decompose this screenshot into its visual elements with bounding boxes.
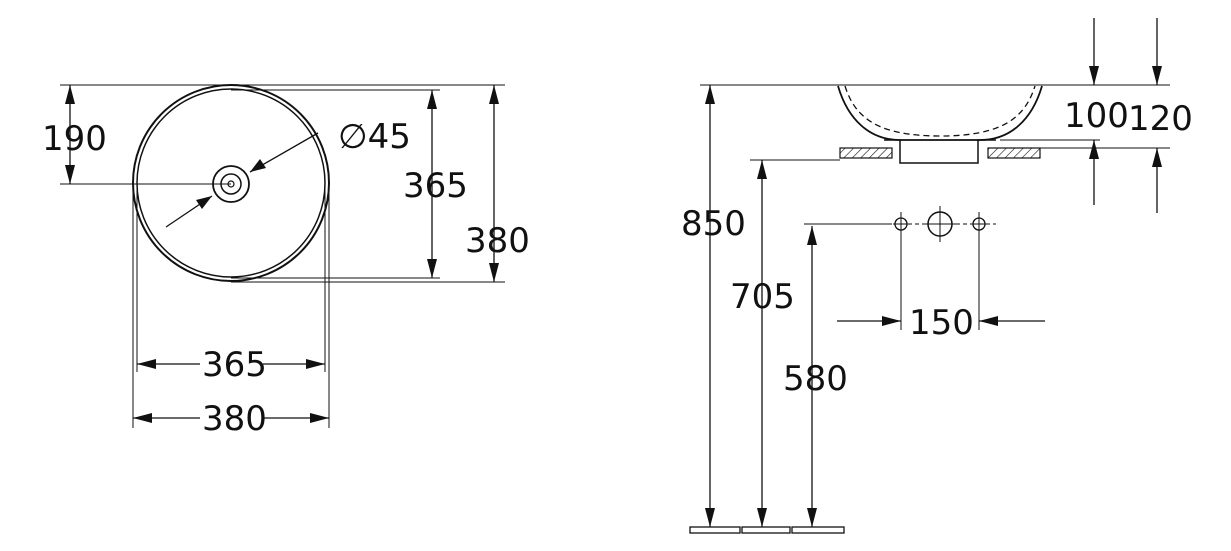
- dimension-850-label: 850: [681, 204, 746, 244]
- basin-inner-dashed: [844, 85, 1036, 137]
- floor: [689, 526, 845, 534]
- dimension-365-horizontal: 365: [137, 345, 325, 385]
- dimension-120: 120: [1128, 18, 1193, 213]
- dimension-190-label: 190: [42, 119, 107, 159]
- dimension-705-label: 705: [730, 277, 795, 317]
- basin-foot: [884, 139, 996, 164]
- basin-inner-circle: [136, 88, 326, 278]
- dimension-190: 190: [42, 85, 107, 184]
- dimension-580: 580: [783, 226, 848, 527]
- dimension-150: 150: [837, 303, 1045, 343]
- dimension-850: 850: [681, 85, 746, 527]
- dimension-380-vertical: 380: [465, 85, 530, 282]
- dimension-380-vertical-label: 380: [465, 221, 530, 261]
- dimension-drain-diameter: ∅45: [165, 117, 411, 228]
- dimension-100: 100: [1064, 18, 1129, 205]
- basin-outer-circle: [132, 84, 330, 282]
- dimension-150-label: 150: [909, 303, 974, 343]
- top-view: 190 ∅45 365 380: [42, 84, 530, 439]
- dimension-100-label: 100: [1064, 96, 1129, 136]
- dimension-120-label: 120: [1128, 99, 1193, 139]
- dimension-380-horizontal-label: 380: [202, 399, 267, 439]
- tap-hole-center-icon: [924, 206, 956, 242]
- side-view: 100 120 850 705 580: [681, 18, 1193, 534]
- dimension-580-label: 580: [783, 359, 848, 399]
- countertop-right: [987, 147, 1041, 159]
- drain-diameter-label: ∅45: [338, 117, 411, 157]
- dimension-380-horizontal: 380: [133, 399, 329, 439]
- countertop-left: [839, 147, 893, 159]
- basin-bowl: [837, 85, 1043, 141]
- dimension-365-vertical-label: 365: [403, 166, 468, 206]
- dimension-705: 705: [730, 160, 795, 527]
- dimension-365-vertical: 365: [403, 90, 468, 278]
- dimension-365-horizontal-label: 365: [202, 345, 267, 385]
- tap-holes: [804, 206, 996, 330]
